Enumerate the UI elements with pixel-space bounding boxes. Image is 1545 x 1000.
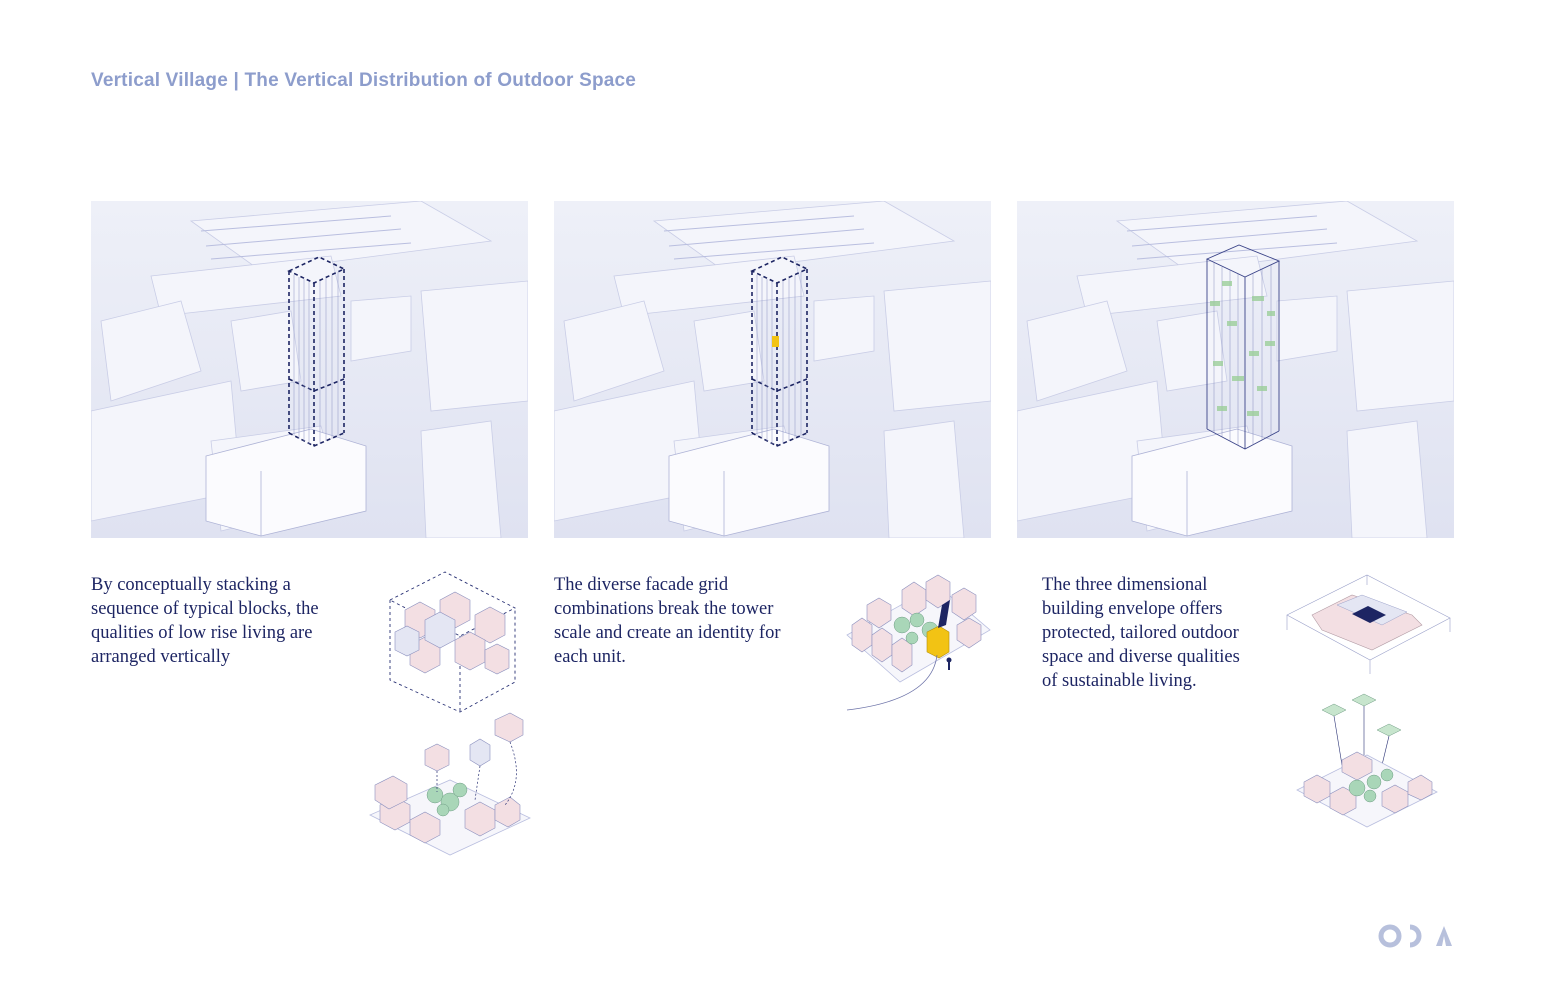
diagram-stacked-blocks (365, 570, 535, 867)
caption-line: protected, tailored outdoor (1042, 623, 1239, 643)
green-tower (1205, 244, 1281, 450)
dark-unit (1352, 606, 1386, 623)
caption-2: The diverse facade grid combinations bre… (554, 573, 781, 669)
caption-line: scale and create an identity for (554, 623, 781, 643)
caption-3: The three dimensional building envelope … (1042, 573, 1240, 693)
diagram-envelope (1282, 570, 1457, 837)
highlighted-unit (772, 336, 779, 347)
caption-line: The diverse facade grid (554, 575, 729, 595)
diagram-facade-unit (842, 570, 992, 720)
rendering-stacked-blocks (91, 201, 528, 538)
base-building (205, 428, 367, 537)
caption-line: By conceptually stacking a (91, 575, 291, 595)
caption-line: The three dimensional (1042, 575, 1208, 595)
caption-line: combinations break the tower (554, 599, 774, 619)
caption-line: each unit. (554, 647, 626, 667)
caption-line: qualities of low rise living are (91, 623, 313, 643)
roof-grid (200, 215, 412, 260)
rendering-facade-grid (554, 201, 991, 538)
highlight-unit (926, 625, 950, 659)
caption-line: space and diverse qualities (1042, 647, 1240, 667)
caption-1: By conceptually stacking a sequence of t… (91, 573, 319, 669)
caption-line: sequence of typical blocks, the (91, 599, 319, 619)
page-title: Vertical Village | The Vertical Distribu… (91, 70, 637, 91)
caption-line: of sustainable living. (1042, 671, 1197, 691)
green-terrace-panels (1296, 693, 1438, 828)
tower (287, 256, 346, 447)
green-terraces (1210, 281, 1275, 416)
rendering-green-envelope (1017, 201, 1454, 538)
caption-line: building envelope offers (1042, 599, 1223, 619)
oda-logo (1378, 922, 1456, 955)
caption-line: arranged vertically (91, 647, 231, 667)
base-cluster (369, 712, 531, 856)
